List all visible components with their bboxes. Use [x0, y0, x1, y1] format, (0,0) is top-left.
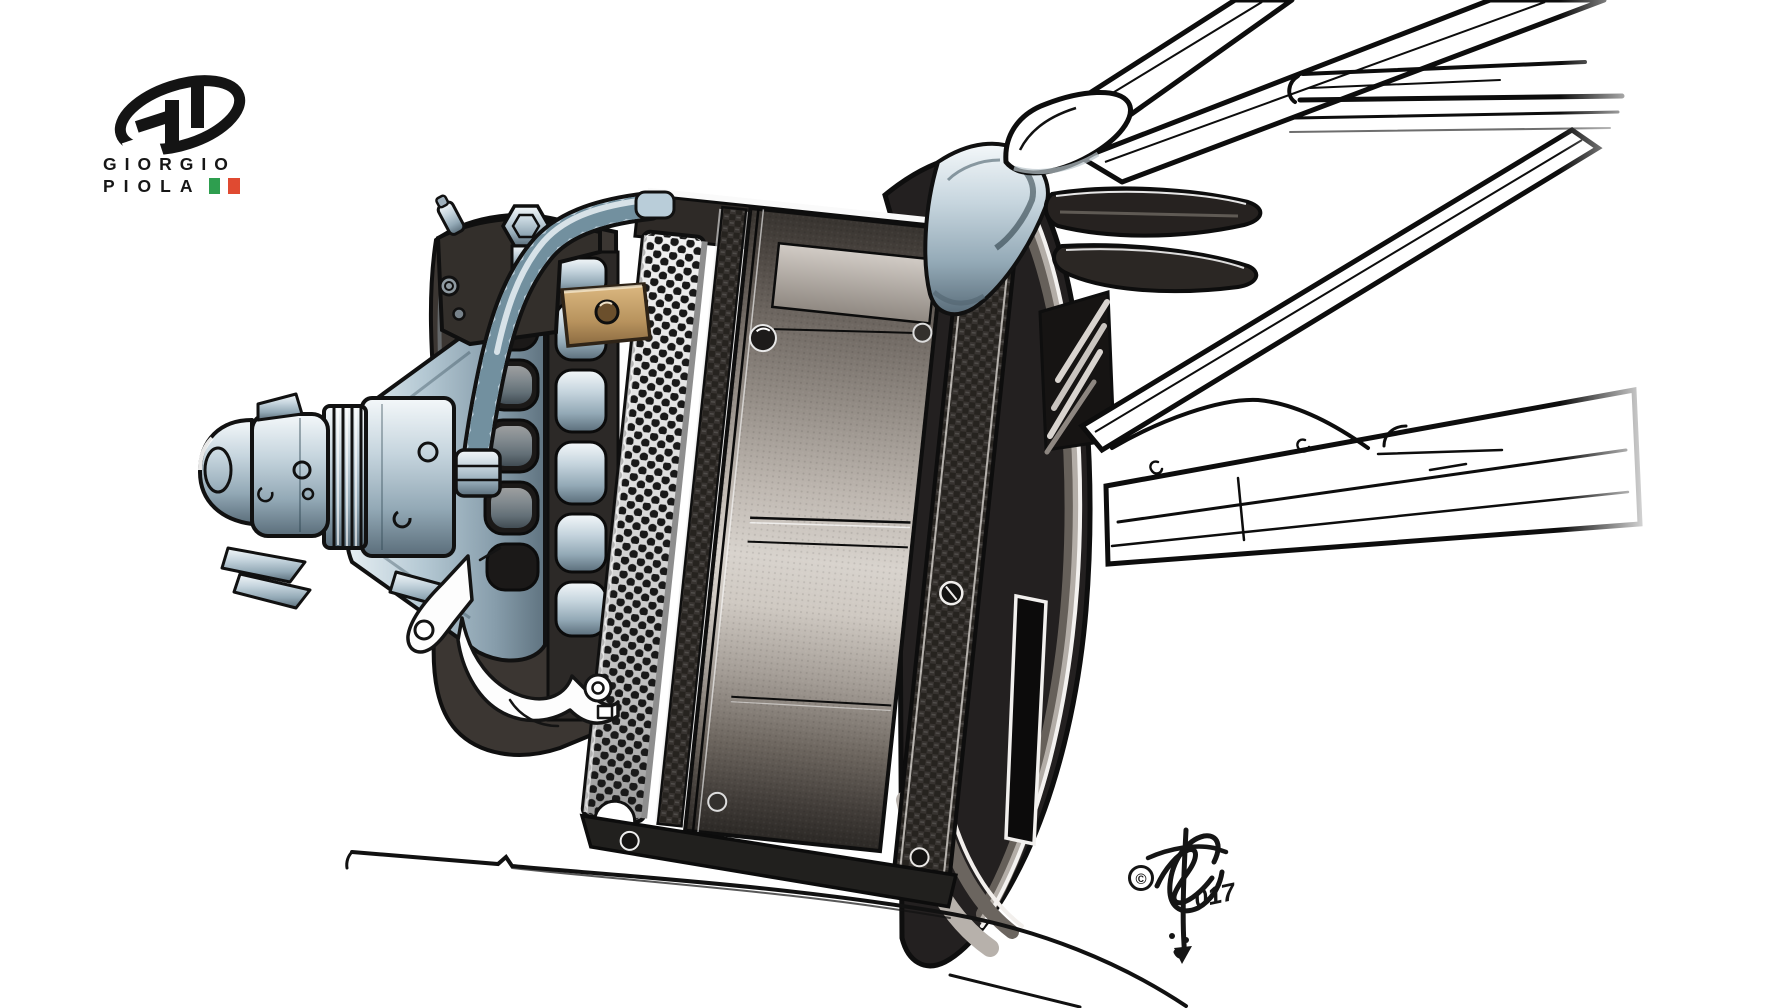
lower-bracket-sketch [406, 546, 620, 728]
perforated-disc-shroud [580, 229, 708, 843]
carbon-winglets [1043, 186, 1263, 294]
tan-union-block [560, 282, 652, 348]
gp-monogram-icon [114, 75, 246, 169]
upper-wishbone [1003, 0, 1607, 185]
fairing-vent-slot [1004, 593, 1048, 847]
line-fade [1560, 0, 1700, 620]
copyright-glyph: © [1136, 871, 1147, 888]
logo-line1: GIORGIO [103, 154, 236, 174]
logo-line2: PIOLA [103, 176, 201, 196]
braided-brake-hose [454, 190, 676, 498]
floor-reference-lines [345, 850, 1188, 1008]
italian-flag-icon [209, 178, 240, 194]
bleed-nipple [435, 194, 466, 236]
hub-windows [554, 256, 608, 638]
brake-duct-inlet [923, 141, 1050, 317]
carbon-brake-drum [579, 187, 1027, 909]
drum-screws [707, 322, 933, 812]
giorgio-piola-logo: GIORGIO PIOLA [103, 75, 246, 196]
